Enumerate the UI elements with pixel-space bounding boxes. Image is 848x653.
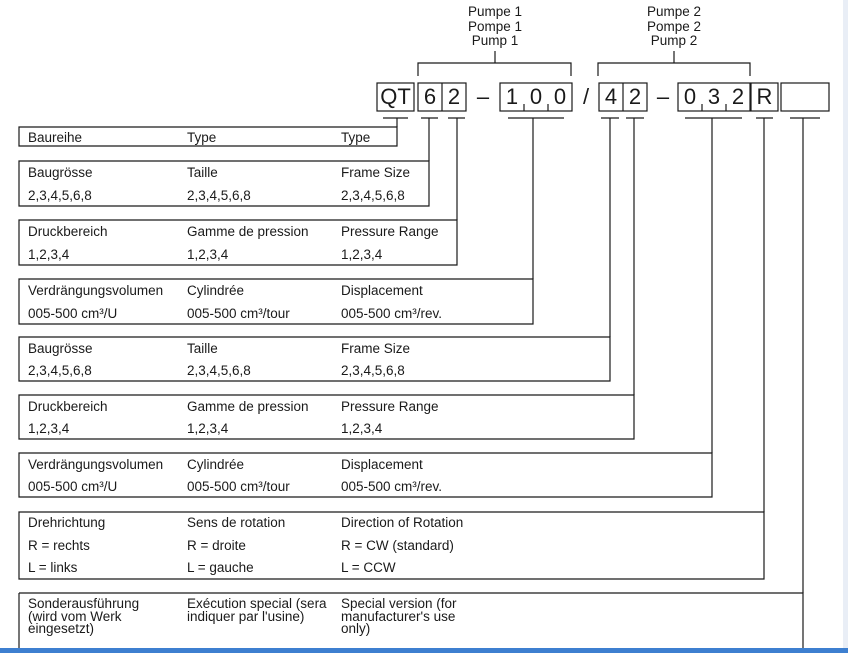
row-framesize1-value-de: 2,3,4,5,6,8 <box>28 188 92 203</box>
row-framesize2-value-de: 2,3,4,5,6,8 <box>28 363 92 378</box>
row-framesize2-value-en: 2,3,4,5,6,8 <box>341 363 405 378</box>
code-char: 1 <box>505 84 519 109</box>
row-pressure1-value-fr: 1,2,3,4 <box>187 247 229 262</box>
row-rotation-left-fr: L = gauche <box>187 560 254 575</box>
row-framesize1-value-fr: 2,3,4,5,6,8 <box>187 188 251 203</box>
code-char: 6 <box>423 84 437 109</box>
row-pressure2-value-de: 1,2,3,4 <box>28 421 70 436</box>
code-char: 2 <box>447 84 461 109</box>
code-char: 0 <box>553 84 567 109</box>
row-series-fr: Type <box>187 130 217 145</box>
row-special-fr: Exécution special (sera indiquer par l'u… <box>187 596 327 624</box>
row-pressure1-value-en: 1,2,3,4 <box>341 247 383 262</box>
row-framesize1-fr: Taille <box>187 165 218 180</box>
row-pressure2-value-fr: 1,2,3,4 <box>187 421 229 436</box>
code-separator: – <box>656 84 670 109</box>
row-framesize2-value-fr: 2,3,4,5,6,8 <box>187 363 251 378</box>
row-rotation-right-fr: R = droite <box>187 538 246 553</box>
row-displacement2-de: Verdrängungsvolumen <box>28 457 164 472</box>
row-rotation-right-de: R = rechts <box>28 538 90 553</box>
row-special-en: Special version (for manufacturer's use … <box>341 596 457 636</box>
code-box-special <box>780 82 830 112</box>
row-special-de: Sonderausführung (wird vom Werk eingeset… <box>28 596 140 636</box>
row-framesize1-value-en: 2,3,4,5,6,8 <box>341 188 405 203</box>
row-displacement2-value-de: 005-500 cm³/U <box>28 479 118 494</box>
row-series-en: Type <box>341 130 371 145</box>
row-pressure1-en: Pressure Range <box>341 224 439 239</box>
code-char-rotation: R <box>756 84 773 109</box>
row-displacement1-fr: Cylindrée <box>187 283 245 298</box>
row-pressure2-en: Pressure Range <box>341 399 439 414</box>
row-displacement1-value-en: 005-500 cm³/rev. <box>341 306 443 321</box>
code-char: 4 <box>604 84 618 109</box>
row-framesize1-en: Frame Size <box>341 165 411 180</box>
row-displacement2-value-fr: 005-500 cm³/tour <box>187 479 290 494</box>
row-pressure1-de: Druckbereich <box>28 224 108 239</box>
pump-1-label: Pumpe 1 Pompe 1 Pump 1 <box>467 4 523 48</box>
code-char: 0 <box>529 84 543 109</box>
code-char: 3 <box>707 84 721 109</box>
row-rotation-left-en: L = CCW <box>341 560 396 575</box>
row-framesize1-de: Baugrösse <box>28 165 93 180</box>
code-char: 2 <box>628 84 642 109</box>
row-displacement1-de: Verdrängungsvolumen <box>28 283 164 298</box>
code-box-100 <box>499 82 573 112</box>
code-separator: – <box>476 84 490 109</box>
row-displacement1-value-de: 005-500 cm³/U <box>28 306 118 321</box>
pump1-bracket <box>417 62 572 76</box>
row-displacement2-en: Displacement <box>341 457 423 472</box>
row-rotation-fr: Sens de rotation <box>187 515 286 530</box>
row-displacement1-en: Displacement <box>341 283 423 298</box>
pump-2-label: Pumpe 2 Pompe 2 Pump 2 <box>646 4 702 48</box>
row-framesize2-de: Baugrösse <box>28 341 93 356</box>
row-series-de: Baureihe <box>28 130 83 145</box>
row-rotation-de: Drehrichtung <box>28 515 106 530</box>
row-pressure1-fr: Gamme de pression <box>187 224 309 239</box>
code-char: 2 <box>731 84 745 109</box>
code-slash: / <box>582 84 590 109</box>
row-rotation-en: Direction of Rotation <box>341 515 464 530</box>
row-pressure2-value-en: 1,2,3,4 <box>341 421 383 436</box>
row-displacement2-value-en: 005-500 cm³/rev. <box>341 479 443 494</box>
pump2-bracket <box>597 62 751 76</box>
row-pressure1-value-de: 1,2,3,4 <box>28 247 70 262</box>
row-pressure2-de: Druckbereich <box>28 399 108 414</box>
row-framesize2-en: Frame Size <box>341 341 411 356</box>
row-rotation-left-de: L = links <box>28 560 78 575</box>
code-char-special <box>781 83 829 111</box>
code-char: 0 <box>683 84 697 109</box>
code-box-032 <box>677 82 751 112</box>
row-pressure2-fr: Gamme de pression <box>187 399 309 414</box>
right-edge <box>843 0 848 648</box>
row-rotation-right-en: R = CW (standard) <box>341 538 454 553</box>
code-box-qt <box>376 82 415 112</box>
row-displacement1-value-fr: 005-500 cm³/tour <box>187 306 290 321</box>
bottom-bar <box>0 648 848 653</box>
row-displacement2-fr: Cylindrée <box>187 457 245 472</box>
code-char-series: QT <box>380 84 411 109</box>
row-framesize2-fr: Taille <box>187 341 218 356</box>
code-box-r <box>750 82 779 112</box>
